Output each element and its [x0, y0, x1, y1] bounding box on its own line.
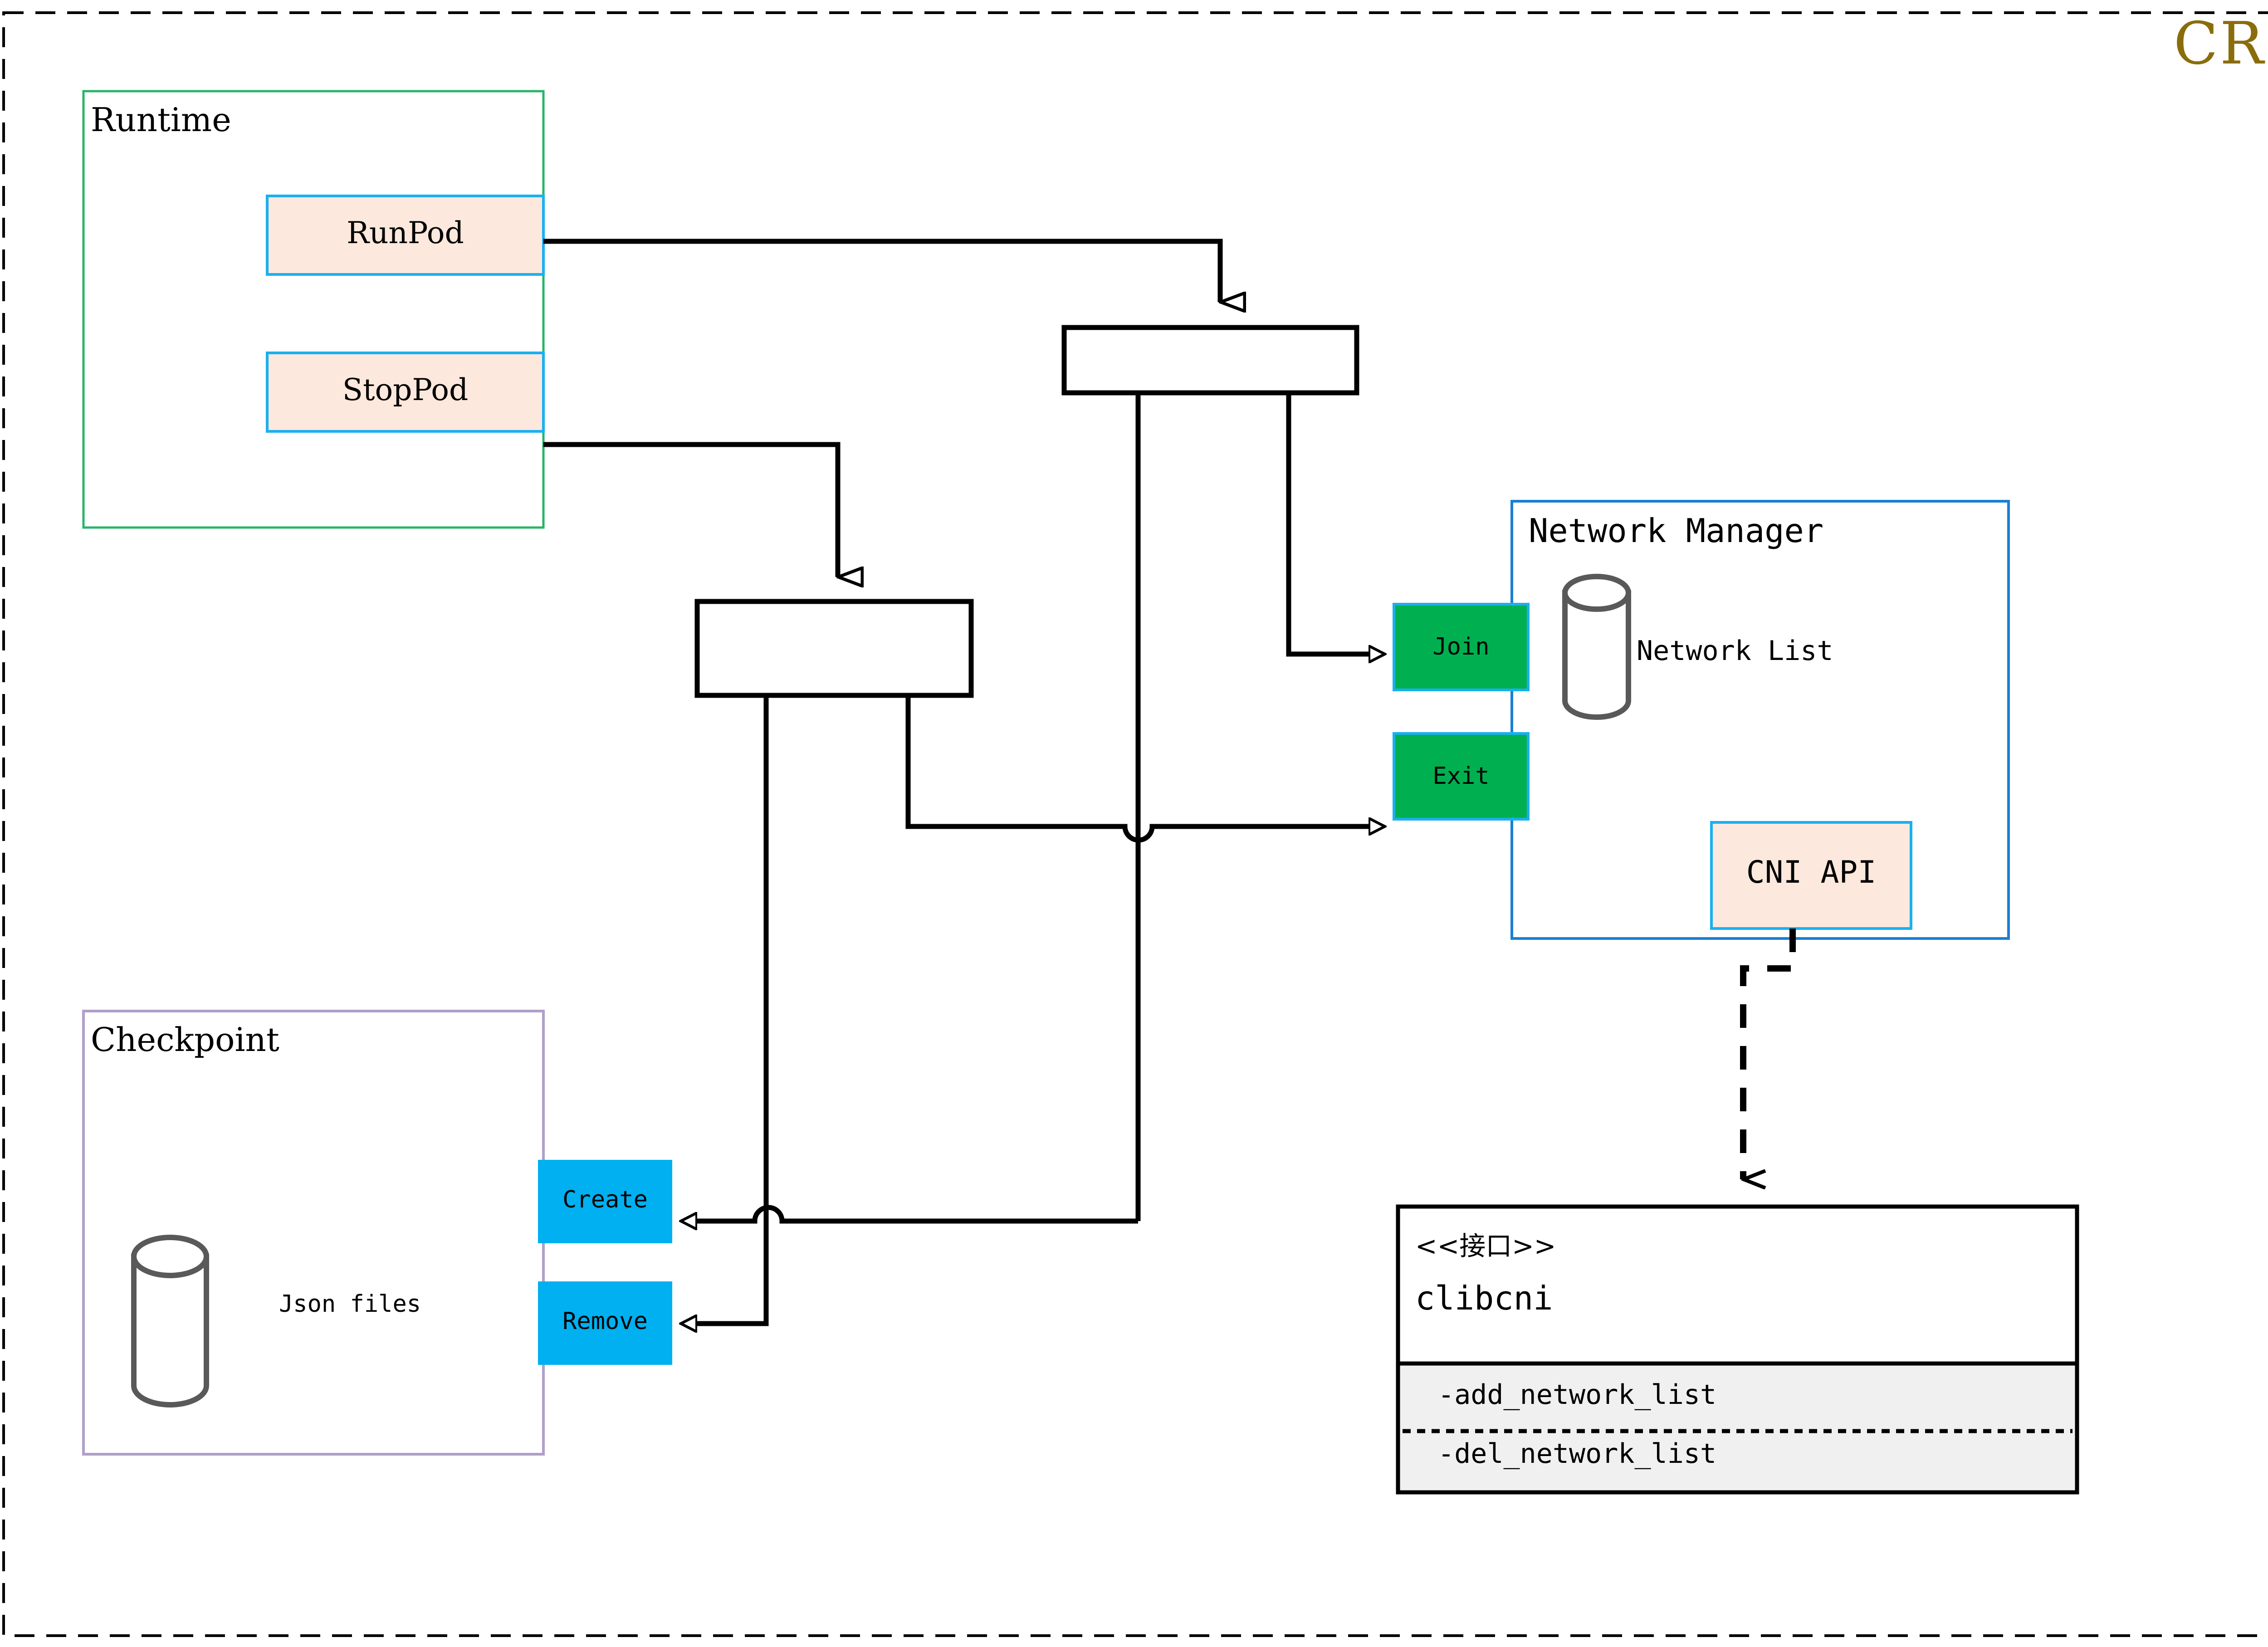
runpod-fork-bar [1061, 325, 1359, 396]
fork-to-create-hop [697, 1205, 796, 1221]
network-manager-package-title: Network Manager [1529, 512, 1824, 550]
network-manager-package-box [1510, 500, 2010, 940]
stoppod-box [266, 352, 545, 433]
create-box [538, 1160, 672, 1243]
runtime-package-title: Runtime [91, 101, 231, 139]
runpod-label[interactable]: RunPod [347, 215, 464, 250]
stoppod-label[interactable]: StopPod [342, 372, 469, 407]
join-label[interactable]: Join [1432, 633, 1490, 660]
exit-label[interactable]: Exit [1432, 762, 1490, 790]
clibcni-name: clibcni [1415, 1279, 1553, 1317]
create-label[interactable]: Create [562, 1186, 648, 1213]
exit-box [1393, 732, 1530, 821]
clibcni-method-add: -add_network_list [1438, 1379, 1717, 1411]
join-box [1393, 603, 1530, 691]
lower-fork-to-remove-line [697, 695, 769, 1324]
clibcni-methods-compartment [1396, 1361, 2079, 1495]
diagram-title: CRI [2174, 10, 2268, 78]
clibcni-stereotype: <<接口>> [1415, 1231, 1556, 1261]
fork-to-join-line [1286, 393, 1369, 654]
stoppod-fork-bar [694, 599, 974, 698]
outer-frame [2, 11, 2268, 1637]
json-files-cylinder [131, 1235, 209, 1408]
cni-api-to-clibcni-dashed-line [1740, 929, 1796, 1179]
runpod-to-fork-line [543, 239, 1220, 302]
cni-api-label[interactable]: CNI API [1746, 855, 1877, 890]
remove-label[interactable]: Remove [562, 1308, 648, 1335]
json-files-label: Json files [279, 1290, 421, 1318]
network-list-cylinder [1562, 574, 1631, 720]
lower-fork-to-exit-hop [1122, 826, 1369, 843]
lower-fork-to-exit-line [905, 695, 1124, 829]
remove-box [538, 1281, 672, 1365]
stoppod-to-fork-line [543, 442, 838, 577]
cni-api-box [1710, 821, 1912, 930]
runtime-package-box [82, 90, 545, 529]
checkpoint-package-title: Checkpoint [91, 1021, 279, 1059]
clibcni-method-del: -del_network_list [1438, 1438, 1717, 1470]
runpod-box [266, 195, 545, 276]
network-list-label: Network List [1637, 635, 1833, 667]
